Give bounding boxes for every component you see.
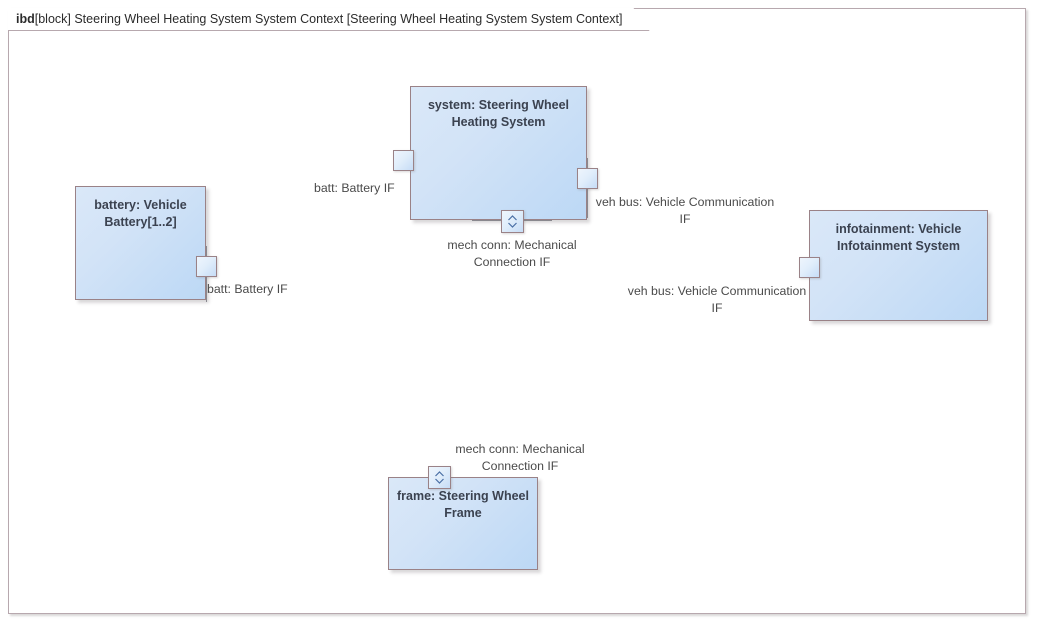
port-label-system-mechconn: mech conn: Mechanical Connection IF — [447, 238, 577, 269]
block-infotainment-title: infotainment: Vehicle Infotainment Syste… — [835, 222, 962, 253]
port-frame-mechconn[interactable] — [428, 466, 451, 489]
port-label-infotainment-vehbus: veh bus: Vehicle Communication IF — [627, 284, 807, 315]
port-system-batt[interactable] — [393, 150, 414, 171]
port-label-system-batt: batt: Battery IF — [314, 181, 395, 195]
diagram-kind-keyword: ibd — [16, 12, 35, 26]
block-infotainment[interactable]: infotainment: Vehicle Infotainment Syste… — [809, 210, 988, 321]
block-battery-title: battery: Vehicle Battery[1..2] — [94, 198, 187, 229]
port-label-system-vehbus: veh bus: Vehicle Communication IF — [595, 195, 775, 226]
diagram-frame-header-tab[interactable]: ibd[block] Steering Wheel Heating System… — [8, 8, 650, 31]
flow-port-chevron-icon — [435, 471, 444, 484]
port-system-mechconn[interactable] — [501, 210, 524, 233]
block-frame-title: frame: Steering Wheel Frame — [397, 489, 529, 520]
port-infotainment-vehbus[interactable] — [799, 257, 820, 278]
block-system[interactable]: system: Steering Wheel Heating System — [410, 86, 587, 220]
diagram-frame-title: [block] Steering Wheel Heating System Sy… — [34, 12, 623, 26]
port-label-battery-batt: batt: Battery IF — [207, 282, 288, 296]
flow-port-chevron-icon — [508, 215, 517, 228]
port-battery-batt[interactable] — [196, 256, 217, 277]
port-label-frame-mechconn: mech conn: Mechanical Connection IF — [455, 442, 585, 473]
port-system-vehbus[interactable] — [577, 168, 598, 189]
block-battery[interactable]: battery: Vehicle Battery[1..2] — [75, 186, 206, 300]
block-system-title: system: Steering Wheel Heating System — [427, 98, 569, 129]
block-frame[interactable]: frame: Steering Wheel Frame — [388, 477, 538, 570]
